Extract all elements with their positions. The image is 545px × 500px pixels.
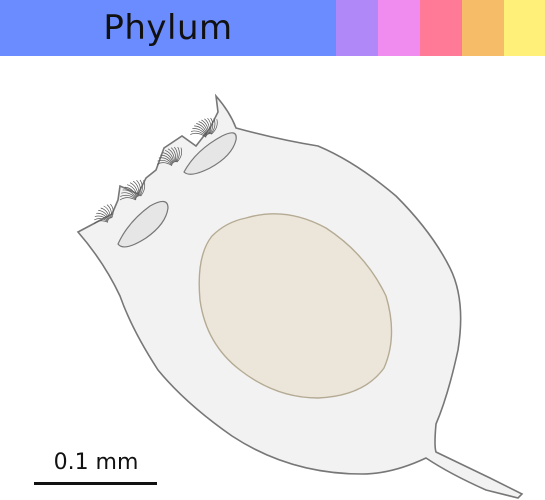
cilium [191, 130, 207, 137]
cilium [207, 117, 212, 135]
cilium [192, 128, 207, 137]
cilium [122, 189, 137, 199]
cilium [167, 148, 175, 163]
cilium [164, 150, 175, 163]
cilium [204, 118, 210, 135]
cilium [158, 157, 173, 165]
cilium [96, 212, 109, 221]
cilium [121, 192, 137, 199]
cilium [160, 154, 174, 164]
color-swatch-orange [462, 0, 504, 56]
cilium [194, 125, 208, 136]
cilium [190, 132, 207, 138]
cilium [132, 180, 140, 197]
cilium [198, 121, 209, 135]
cilium [174, 146, 178, 163]
cilium [196, 123, 208, 136]
cilium [119, 197, 137, 201]
cilium [103, 205, 111, 219]
cilium [106, 204, 112, 219]
cilium [100, 207, 110, 219]
color-swatch-red [420, 0, 462, 56]
cilium [93, 218, 109, 222]
cilium [170, 147, 176, 163]
phylum-banner-main: Phylum [0, 0, 336, 56]
cilium [129, 182, 139, 197]
phylum-title: Phylum [103, 8, 233, 48]
cilium [201, 119, 209, 135]
nucleus [198, 213, 393, 399]
cilium [210, 118, 216, 135]
cilium [120, 194, 137, 200]
phylum-banner: Phylum [0, 0, 545, 56]
scale-bar [34, 482, 157, 485]
cilium [209, 117, 214, 135]
color-swatch-purple [336, 0, 378, 56]
scale-bar-label: 0.1 mm [53, 450, 139, 475]
cilium [127, 184, 138, 197]
oral-disc-upper [183, 132, 237, 175]
cilium [176, 147, 183, 163]
color-swatch-pink [378, 0, 420, 56]
cilium [156, 162, 173, 166]
cilia-fringe [93, 117, 218, 224]
cilium [139, 179, 143, 197]
cilium [136, 180, 141, 197]
cilium [211, 119, 218, 135]
cilium [124, 186, 138, 198]
oral-disc-lower [117, 200, 169, 248]
organism-illustration [76, 93, 524, 499]
cilium [98, 210, 110, 220]
color-swatch-yellow [504, 0, 545, 56]
cilium [162, 152, 174, 164]
cilium [140, 180, 146, 197]
cilium [93, 220, 109, 224]
cilium [176, 146, 180, 163]
cilium [110, 203, 114, 219]
cilium [157, 159, 173, 166]
cilium [94, 215, 109, 222]
